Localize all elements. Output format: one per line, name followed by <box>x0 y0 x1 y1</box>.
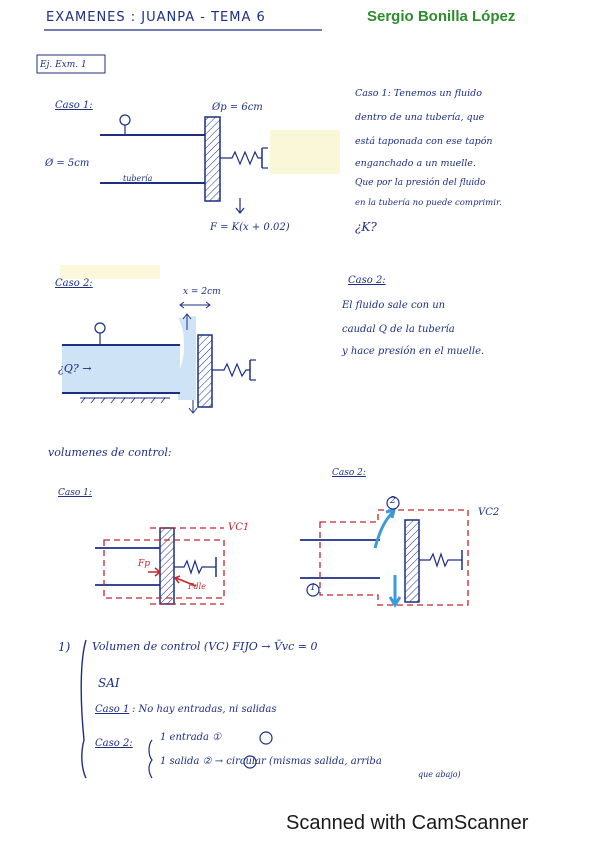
notes-line-4a: 1 entrada ① <box>160 732 222 743</box>
control-volume-2 <box>319 509 469 606</box>
caso2-diagram <box>60 265 256 414</box>
caso1-text-line: Caso 1: Tenemos un fluido <box>355 88 482 99</box>
water-in-pipe <box>62 345 180 393</box>
notes-line-4-label: Caso 2: <box>95 738 133 749</box>
caso1-highlight <box>270 130 340 174</box>
page-title: EXAMENES : JUANPA - TEMA 6 <box>46 10 266 25</box>
spring <box>220 150 262 166</box>
vc-caso1-label: Caso 1: <box>58 488 92 498</box>
vc2-label: VC2 <box>478 507 500 518</box>
vc1-label: VC1 <box>228 522 250 533</box>
volumenes-heading: volumenes de control: <box>48 446 172 459</box>
control-volume-1 <box>103 539 225 599</box>
exercise-tag-box <box>36 54 106 74</box>
force-formula: F = K(x + 0.02) <box>210 222 290 233</box>
notes-line-2: SAI <box>98 676 120 690</box>
caso1-label: Caso 1: <box>55 100 93 111</box>
notes-item-number: 1) <box>58 640 71 654</box>
caso1-text-line: dentro de una tubería, que <box>355 112 485 123</box>
notes-line-4c: que abajo) <box>418 770 461 779</box>
marker-2: 2 <box>390 496 396 506</box>
author-name: Sergio Bonilla López <box>367 8 516 25</box>
notes-line-1: Volumen de control (VC) FIJO → V̄vc = 0 <box>92 640 318 653</box>
vc-caso2-label: Caso 2: <box>332 468 366 478</box>
exercise-tag: Ej. Exm. 1 <box>40 60 87 70</box>
displacement-label: x = 2cm <box>183 287 221 297</box>
caso2-label: Caso 2: <box>55 278 93 289</box>
notes-line-3-label: Caso 1 <box>95 704 130 715</box>
flow-label: ¿Q? → <box>58 362 92 375</box>
pressure-gauge <box>119 114 131 126</box>
fdle-label: Fdle <box>188 582 206 591</box>
notes-brace <box>80 639 87 779</box>
vc-caso2-diagram <box>300 496 469 608</box>
marker-1: 1 <box>310 583 316 593</box>
caso1-text-line: ¿K? <box>355 220 377 234</box>
vc-caso1-diagram <box>95 527 225 605</box>
scanner-watermark: Scanned with CamScanner <box>286 812 529 834</box>
notes-line-3-text: : No hay entradas, ni salidas <box>132 704 277 715</box>
caso1-text-line: está taponada con ese tapón <box>355 136 493 147</box>
pipe-label: tubería <box>123 174 153 183</box>
fp-label: Fp <box>138 559 151 569</box>
caso1-diagram <box>100 114 340 214</box>
piston-diameter: Øp = 6cm <box>212 102 263 113</box>
caso1-text-line: Que por la presión del fluido <box>355 178 486 188</box>
pipe-diameter: Ø = 5cm <box>45 158 90 169</box>
caso2-text-line: El fluido sale con un <box>342 300 446 311</box>
notes-line-4b: 1 salida ② → circular (mismas salida, ar… <box>160 756 382 767</box>
plug <box>204 116 221 202</box>
caso2-text-line: Caso 2: <box>348 275 386 286</box>
caso2-text-line: y hace presión en el muelle. <box>342 346 485 357</box>
caso1-text-line: en la tubería no puede comprimir. <box>355 198 502 208</box>
caso2-text-line: caudal Q de la tubería <box>342 324 455 335</box>
water-outflow <box>178 316 196 400</box>
caso1-text-line: enganchado a un muelle. <box>355 158 476 169</box>
